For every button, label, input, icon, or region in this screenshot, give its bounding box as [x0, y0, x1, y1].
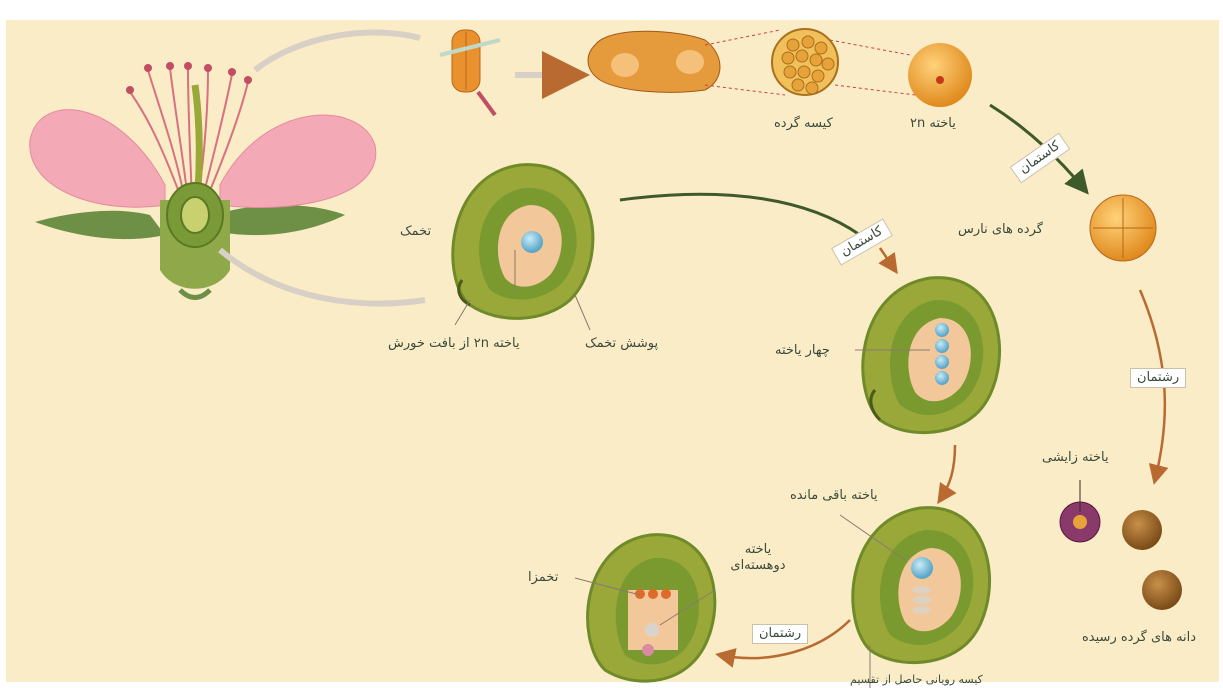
label-pollen-sac: کیسه گرده: [774, 116, 833, 132]
label-remaining-cell: یاخته باقی مانده: [790, 488, 878, 504]
label-ovule: تخمک: [400, 224, 431, 240]
immature-pollen-tetrad: [1090, 195, 1156, 261]
anther-section-illustration: [588, 31, 720, 92]
label-binucleate-cell: یاخته دوهسته‌ای: [718, 542, 798, 574]
pollen-sac-illustration: [772, 29, 838, 95]
label-mitosis-ovule: رشتمان: [752, 624, 808, 644]
label-generative-cell: یاخته زایشی: [1042, 450, 1109, 466]
label-mitosis-pollen: رشتمان: [1130, 368, 1186, 388]
label-four-cells: چهار یاخته: [775, 343, 830, 359]
label-mature-pollen: دانه های گرده رسیده: [1082, 630, 1196, 646]
label-ovule-coat: پوشش تخمک: [585, 336, 658, 352]
label-cell-2n-nucellus: یاخته ۲n از بافت خورش: [388, 336, 520, 352]
label-egg: تخمزا: [528, 570, 558, 586]
label-embryo-sac-partial: کیسه رویانی حاصل از تقسیم: [850, 672, 983, 688]
label-immature-pollen: گرده های نارس: [958, 222, 1043, 238]
pollen-mother-cell: [908, 43, 972, 107]
label-cell-2n-top: یاخته ۲n: [910, 116, 956, 132]
